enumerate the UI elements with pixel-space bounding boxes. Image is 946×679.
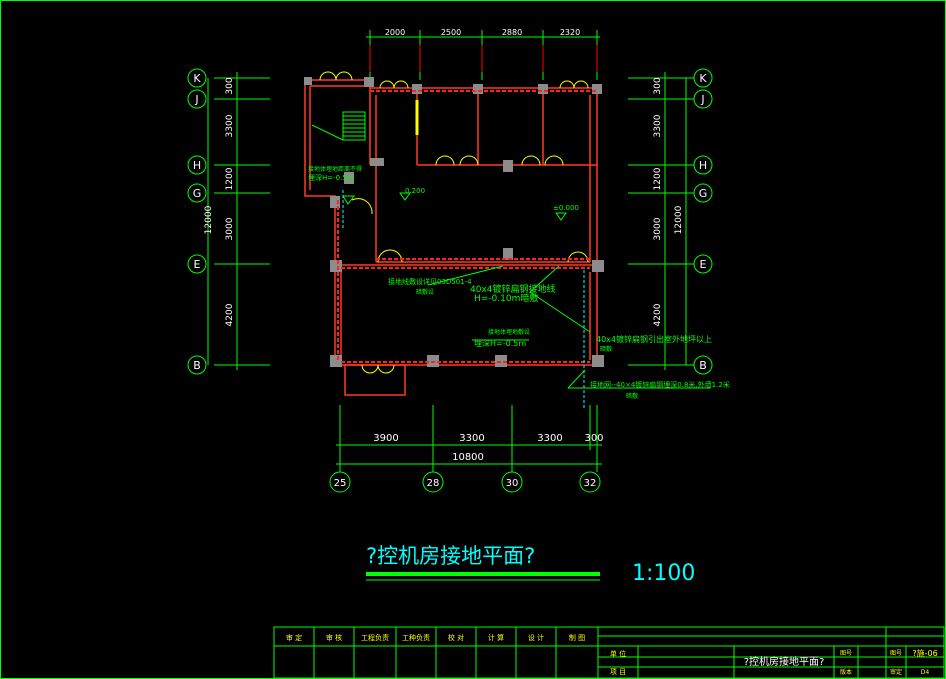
left-dim-total: 12000: [204, 205, 214, 234]
note-b-line1: 接地线敷设详见03D501-4: [388, 277, 472, 286]
svg-text:B: B: [699, 359, 707, 372]
axis-bubble-right-H: H: [693, 155, 713, 175]
svg-text:J: J: [194, 93, 198, 106]
right-axes: 300 3300 1200 3000 4200 12000 K J H G E …: [628, 68, 713, 375]
label-sheet: 图号: [890, 650, 902, 657]
axis-bubble-right-K: K: [693, 68, 713, 88]
top-dim-1: 2000: [385, 28, 405, 37]
role-6: 计 算: [488, 633, 504, 642]
title-block-drawing-name: ?控机房接地平面?: [744, 655, 825, 668]
svg-text:E: E: [194, 258, 201, 271]
top-dimensions: 2000 2500 2880 2320: [366, 28, 600, 80]
left-dim-5: 4200: [225, 303, 235, 326]
role-2: 审 核: [326, 633, 342, 642]
floor-plan: [304, 71, 604, 396]
left-dim-2: 3300: [225, 114, 235, 137]
note-e-line1: 40x4镀锌扁钢引出室外地坪以上: [596, 334, 712, 344]
note-c-line1: 40x4镀锌扁钢接地线: [470, 283, 556, 295]
note-d-line1: 接地体埋地敷设: [488, 328, 530, 336]
role-5: 校 对: [448, 633, 464, 642]
right-dim-5: 4200: [653, 303, 663, 326]
axis-bubble-right-E: E: [693, 254, 713, 274]
axis-bubble-right-G: G: [693, 183, 713, 203]
axis-bubble-left-E: E: [187, 254, 207, 274]
sheet-sub: D4: [921, 669, 930, 676]
role-4: 工种负责: [402, 633, 430, 642]
note-f-line1: 接地网--40×4镀锌扁钢埋深0.8米,外墙1.2米: [590, 380, 730, 389]
note-a-line2: 埋深H=-0.5m: [308, 173, 354, 182]
right-dim-4: 3000: [653, 217, 663, 240]
left-dim-3: 1200: [225, 167, 235, 190]
svg-text:H: H: [193, 159, 201, 172]
drawing-title-block: ?控机房接地平面? 1:100: [366, 544, 695, 586]
annotations: 接地体埋地距离不得 埋深H=-0.5m 0.200 ±0.000 接地线敷设详见…: [308, 165, 730, 400]
svg-text:G: G: [699, 187, 708, 200]
svg-text:E: E: [700, 258, 707, 271]
label-no: 图号: [840, 650, 852, 657]
note-f-line2: 暗敷: [626, 392, 638, 400]
unit-label: 单 位: [610, 649, 626, 658]
left-dim-4: 3000: [225, 217, 235, 240]
axis-bubble-32: 32: [579, 471, 601, 493]
note-c-line2: H=-0.10m暗敷: [474, 292, 538, 304]
svg-text:G: G: [193, 187, 202, 200]
axis-bubble-left-H: H: [187, 155, 207, 175]
axis-bubble-left-B: B: [187, 355, 207, 375]
role-8: 制 图: [569, 633, 585, 642]
sheet-number: ?施-06: [912, 648, 937, 658]
bottom-dim-4: 300: [584, 433, 603, 444]
bottom-dim-3: 3300: [537, 433, 562, 444]
axis-bubble-right-B: B: [693, 355, 713, 375]
note-e-line2: 暗敷: [600, 345, 612, 353]
label-ver: 版本: [840, 668, 852, 676]
top-dim-3: 2880: [502, 28, 522, 37]
role-7: 设 计: [528, 633, 544, 642]
svg-text:32: 32: [584, 478, 597, 489]
note-d-line2: 埋深H=-0.5m: [474, 338, 526, 348]
top-dim-2: 2500: [441, 28, 461, 37]
svg-text:H: H: [699, 159, 707, 172]
role-3: 工程负责: [361, 633, 389, 642]
axis-bubble-25: 25: [329, 471, 351, 493]
elev-2: ±0.000: [553, 204, 579, 212]
role-1: 审 定: [286, 633, 302, 642]
left-axes: 300 3300 1200 3000 4200 12000 K J H G E …: [187, 68, 270, 375]
bottom-dim-total: 10800: [452, 452, 484, 463]
title-block-table: 审 定 审 核 工程负责 工种负责 校 对 计 算 设 计 制 图 单 位 项 …: [273, 626, 945, 679]
top-dim-4: 2320: [560, 28, 580, 37]
svg-text:30: 30: [506, 478, 519, 489]
note-b-line2: 暗敷设: [416, 288, 434, 296]
right-dim-3: 1200: [653, 167, 663, 190]
axis-bubble-left-K: K: [187, 68, 207, 88]
elev-1: 0.200: [405, 187, 425, 195]
bottom-dim-1: 3900: [373, 433, 398, 444]
note-a-line1: 接地体埋地距离不得: [308, 165, 362, 173]
svg-text:28: 28: [427, 478, 440, 489]
right-dim-total: 12000: [674, 205, 684, 234]
axis-bubble-left-J: J: [187, 89, 207, 109]
drawing-title: ?控机房接地平面?: [366, 544, 535, 568]
grounding-network: [337, 45, 710, 410]
svg-text:K: K: [699, 72, 707, 85]
svg-text:B: B: [193, 359, 201, 372]
right-dim-1: 300: [653, 77, 663, 94]
axis-bubble-left-G: G: [187, 183, 207, 203]
bottom-dim-2: 3300: [459, 433, 484, 444]
right-dim-2: 3300: [653, 114, 663, 137]
svg-text:K: K: [193, 72, 201, 85]
axis-bubble-right-J: J: [693, 89, 713, 109]
axis-bubble-30: 30: [501, 471, 523, 493]
bottom-dimensions: 3900 3300 3300 300 10800 25 28 30 32: [329, 405, 604, 493]
axis-bubble-28: 28: [422, 471, 444, 493]
label-review: 审定: [890, 668, 902, 676]
svg-text:25: 25: [334, 478, 347, 489]
project-label: 项 目: [610, 668, 626, 676]
left-dim-1: 300: [225, 77, 235, 94]
drawing-scale: 1:100: [632, 561, 695, 586]
svg-text:J: J: [700, 93, 704, 106]
